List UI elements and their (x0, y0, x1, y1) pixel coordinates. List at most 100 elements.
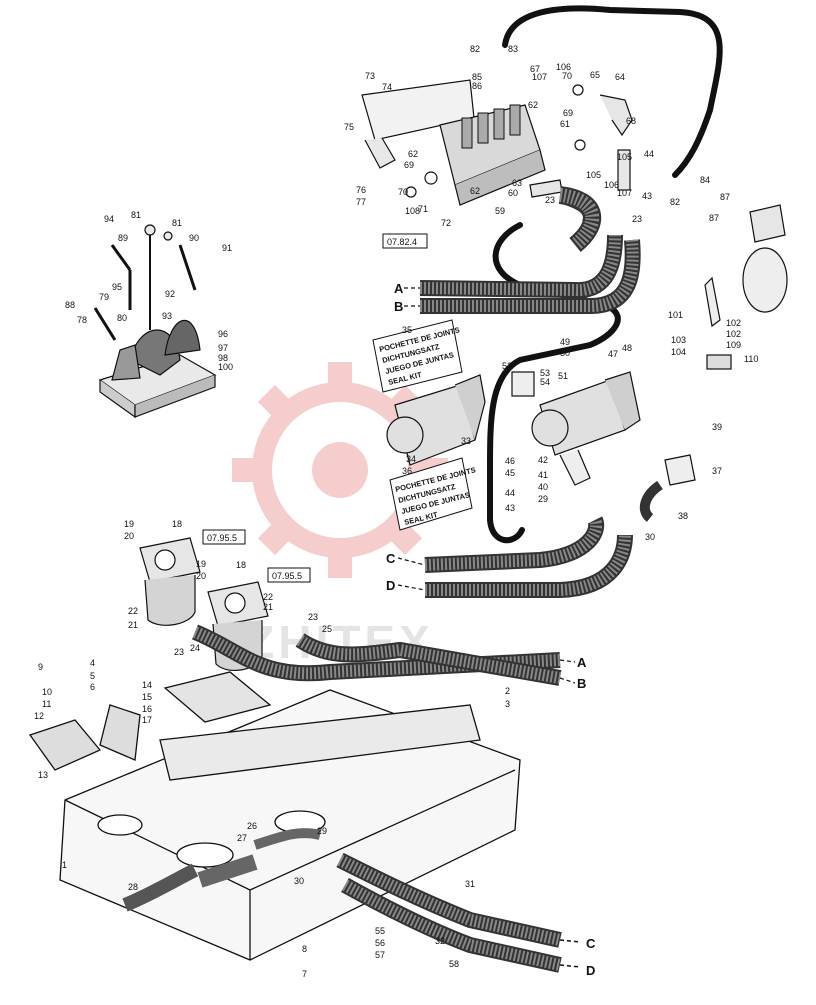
part-label-4: 4 (90, 658, 95, 668)
part-label-106: 106 (556, 62, 571, 72)
part-label-23: 23 (545, 195, 555, 205)
part-label-22: 22 (263, 592, 273, 602)
part-label-23: 23 (632, 214, 642, 224)
part-label-33: 33 (461, 436, 471, 446)
ref-text-1: 07.82.4 (387, 237, 417, 247)
part-label-53: 53 (540, 368, 550, 378)
part-label-95: 95 (112, 282, 122, 292)
part-label-45: 45 (505, 468, 515, 478)
part-label-102: 102 (726, 329, 741, 339)
part-label-60: 60 (508, 188, 518, 198)
part-label-105: 105 (586, 170, 601, 180)
part-label-82: 82 (470, 44, 480, 54)
part-label-23: 23 (174, 647, 184, 657)
connector-b-lower: B (577, 676, 586, 691)
part-label-39: 39 (712, 422, 722, 432)
part-label-10: 10 (42, 687, 52, 697)
part-label-18: 18 (236, 560, 246, 570)
part-label-14: 14 (142, 680, 152, 690)
part-label-44: 44 (505, 488, 515, 498)
part-label-54: 54 (540, 377, 550, 387)
part-label-88: 88 (65, 300, 75, 310)
part-label-48: 48 (622, 343, 632, 353)
ref-box-2: 07.95.5 (202, 529, 246, 545)
connector-d-lower: D (586, 963, 595, 978)
watermark-gear-logo (232, 362, 448, 578)
part-label-70: 70 (398, 187, 408, 197)
part-label-79: 79 (99, 292, 109, 302)
part-label-105: 105 (617, 152, 632, 162)
return-filters (139, 537, 269, 672)
part-label-108: 108 (405, 206, 420, 216)
part-label-62: 62 (528, 100, 538, 110)
connector-a-upper: A (394, 281, 404, 296)
part-label-26: 26 (247, 821, 257, 831)
part-label-93: 93 (162, 311, 172, 321)
part-label-80: 80 (117, 313, 127, 323)
part-label-30: 30 (645, 532, 655, 542)
hydraulic-tank (28, 671, 521, 961)
part-label-69: 69 (404, 160, 414, 170)
part-label-35: 35 (402, 325, 412, 335)
connector-d-mid: D (386, 578, 395, 593)
part-label-78: 78 (77, 315, 87, 325)
part-label-21: 21 (263, 602, 273, 612)
part-label-94: 94 (104, 214, 114, 224)
part-label-15: 15 (142, 692, 152, 702)
part-label-92: 92 (165, 289, 175, 299)
part-label-107: 107 (617, 188, 632, 198)
part-label-75: 75 (344, 122, 354, 132)
part-label-76: 76 (356, 185, 366, 195)
part-label-47: 47 (608, 349, 618, 359)
part-label-87: 87 (720, 192, 730, 202)
part-label-36: 36 (402, 466, 412, 476)
part-label-81: 81 (131, 210, 141, 220)
part-label-59: 59 (495, 206, 505, 216)
high-pressure-hose (487, 5, 723, 544)
part-label-30: 30 (294, 876, 304, 886)
part-label-21: 21 (128, 620, 138, 630)
part-label-109: 109 (726, 340, 741, 350)
hose-bundle-ab-lower (191, 624, 562, 686)
part-label-6: 6 (90, 682, 95, 692)
part-label-84: 84 (700, 175, 710, 185)
control-valve-assembly (361, 79, 788, 370)
part-label-27: 27 (237, 833, 247, 843)
part-label-43: 43 (505, 503, 515, 513)
part-label-42: 42 (538, 455, 548, 465)
connector-letters: A B C D A B C D (386, 281, 596, 978)
part-label-12: 12 (34, 711, 44, 721)
part-label-56: 56 (375, 938, 385, 948)
part-label-73: 73 (365, 71, 375, 81)
part-label-69: 69 (563, 108, 573, 118)
part-label-103: 103 (671, 335, 686, 345)
connector-c-mid: C (386, 551, 396, 566)
part-label-62: 62 (408, 149, 418, 159)
part-label-20: 20 (196, 571, 206, 581)
ref-text-3: 07.95.5 (272, 571, 302, 581)
part-number-labels: 1234567891011121314151617181819192020212… (34, 44, 758, 979)
part-label-81: 81 (172, 218, 182, 228)
part-label-97: 97 (218, 343, 228, 353)
part-label-67: 67 (530, 64, 540, 74)
part-label-25: 25 (322, 624, 332, 634)
part-label-5: 5 (90, 671, 95, 681)
part-label-90: 90 (189, 233, 199, 243)
ref-box-3: 07.95.5 (267, 567, 311, 583)
part-label-1: 1 (62, 860, 67, 870)
part-label-31: 31 (465, 879, 475, 889)
part-label-74: 74 (382, 82, 392, 92)
part-label-17: 17 (142, 715, 152, 725)
part-label-65: 65 (590, 70, 600, 80)
part-label-41: 41 (538, 470, 548, 480)
hose-bundle-cd-lower (336, 852, 581, 973)
part-label-16: 16 (142, 704, 152, 714)
seal-kit-box-2: POCHETTE DE JOINTS DICHTUNGSATZ JUEGO DE… (389, 457, 477, 531)
part-label-44: 44 (644, 149, 654, 159)
part-label-96: 96 (218, 329, 228, 339)
part-label-72: 72 (441, 218, 451, 228)
part-label-19: 19 (124, 519, 134, 529)
part-label-34: 34 (406, 454, 416, 464)
connector-a-lower: A (577, 655, 587, 670)
part-label-68: 68 (626, 116, 636, 126)
